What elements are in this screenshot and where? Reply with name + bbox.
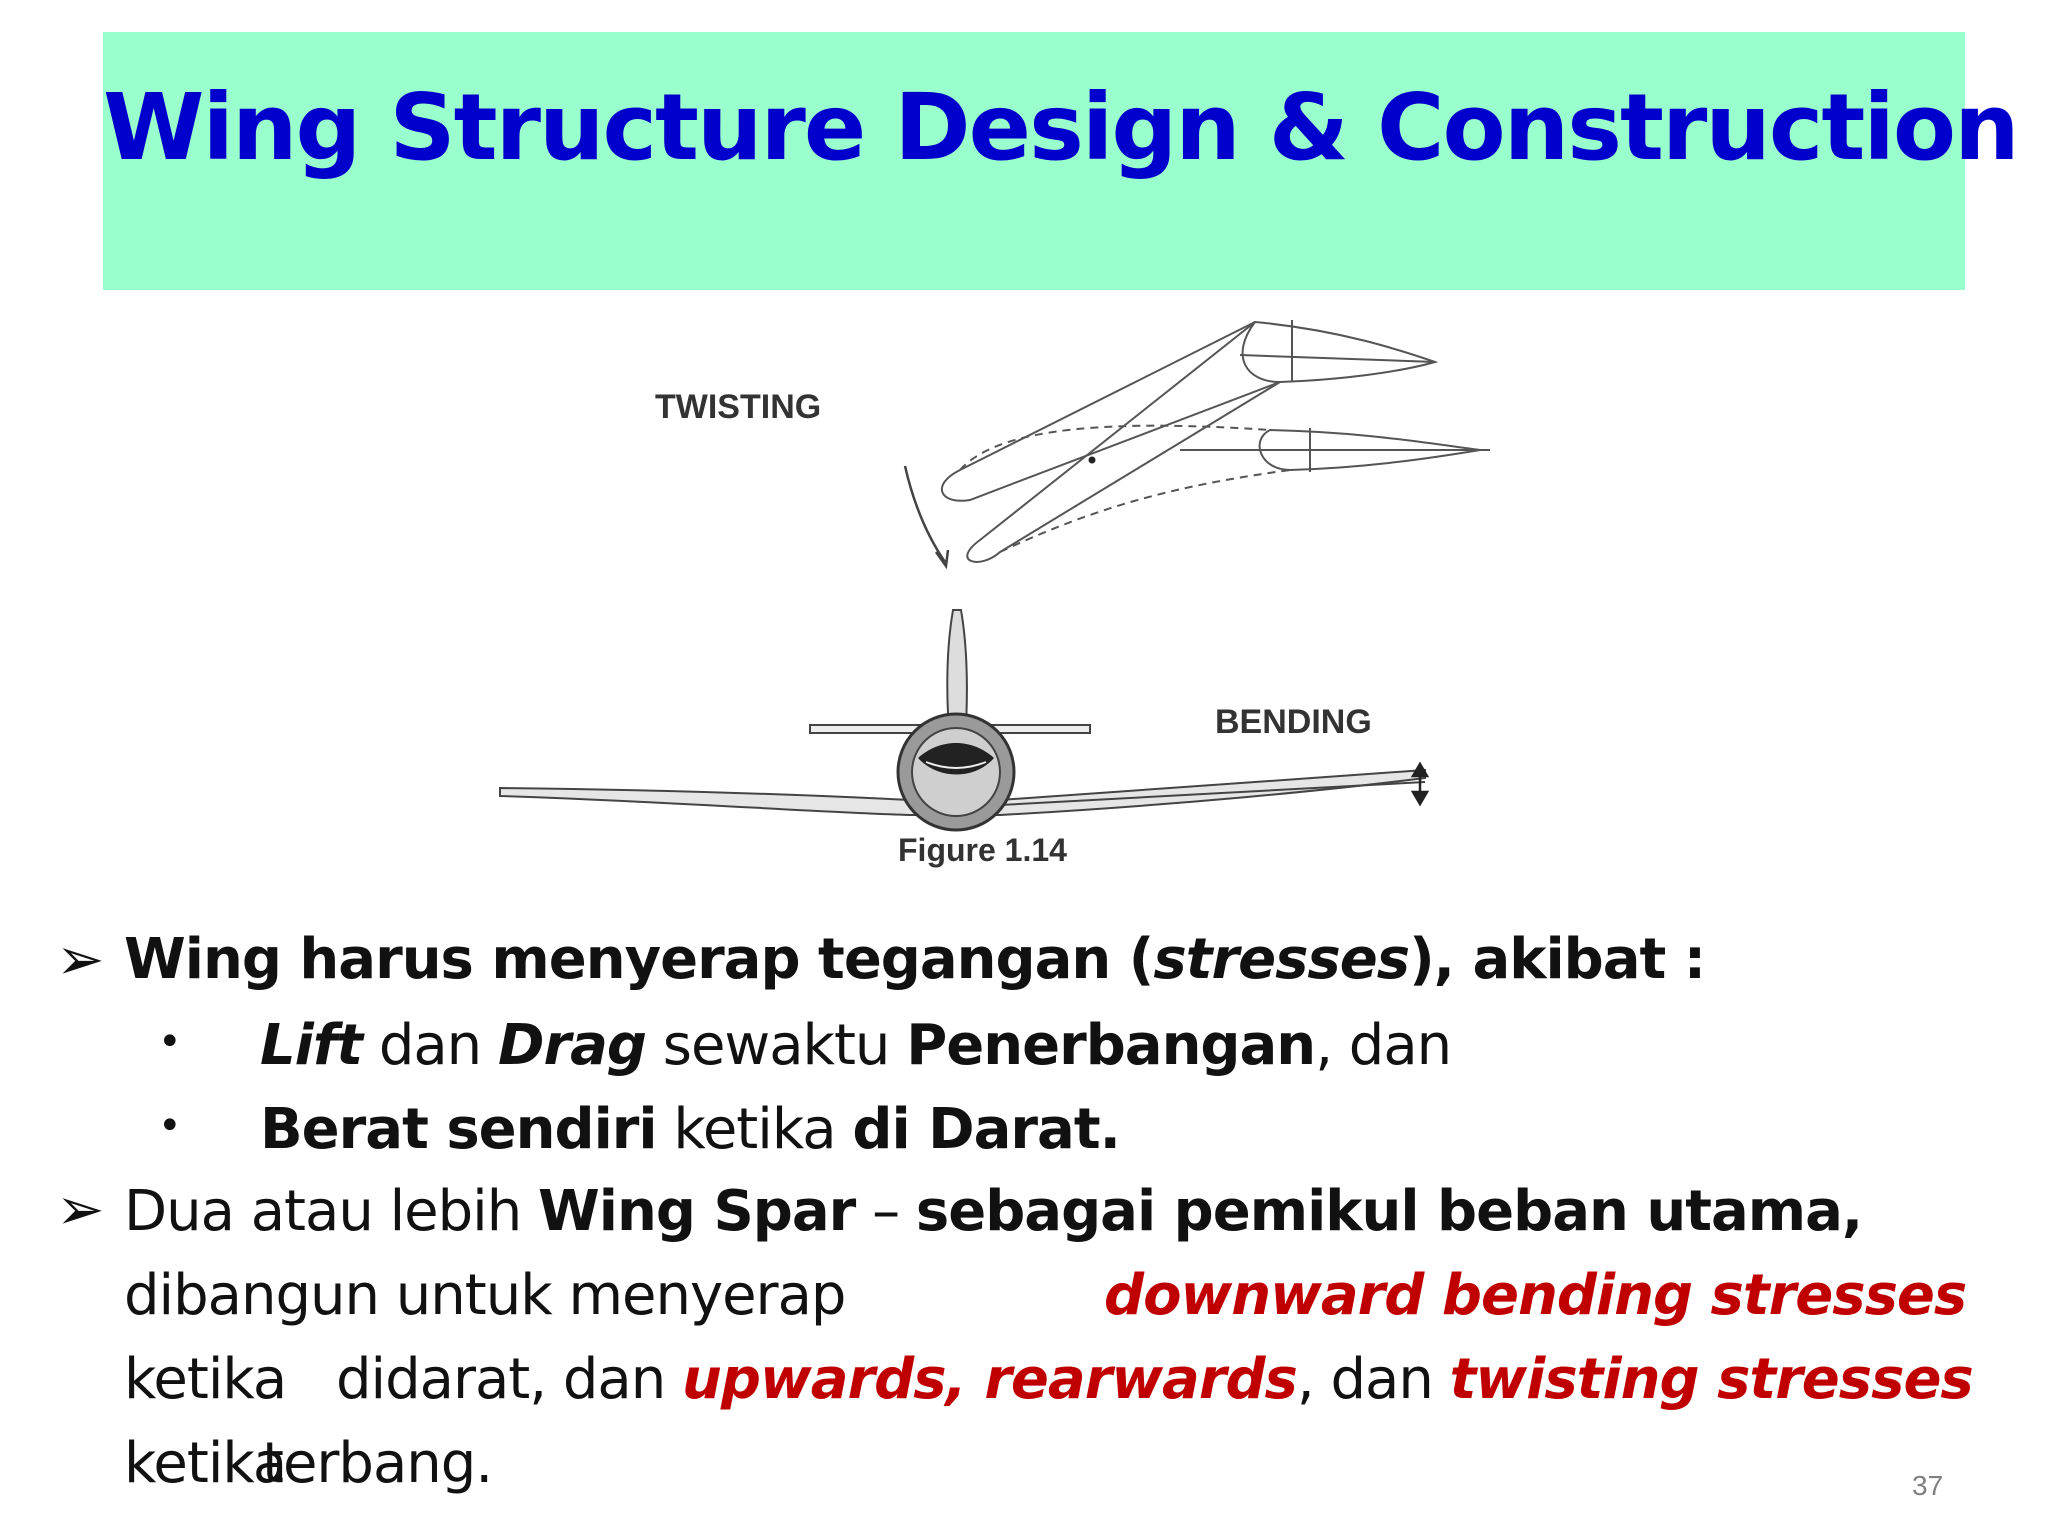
figure-caption: Figure 1.14	[898, 832, 1067, 868]
bullet-2-line-4b: terbang.	[262, 1431, 493, 1496]
sub-bullet-1: Lift dan Drag sewaktu Penerbangan, dan	[260, 1013, 1452, 1078]
bullet-2-line-4a: ketika	[124, 1431, 287, 1496]
figure-label-bending: BENDING	[1215, 703, 1372, 741]
bullet-2-line-3a: ketika	[124, 1347, 287, 1412]
bullet-dot-icon: •	[158, 1019, 182, 1065]
title-banner: Wing Structure Design & Construction	[103, 32, 2020, 290]
bullet-1: Wing harus menyerap tegangan (stresses),…	[124, 927, 1706, 992]
bullet-2-line-1: Dua atau lebih Wing Spar – sebagai pemik…	[124, 1179, 1863, 1244]
figure-label-twisting: TWISTING	[655, 388, 821, 426]
page-number: 37	[1912, 1470, 1944, 1501]
bullet-2-line-3b: didarat, dan upwards, rearwards, dan twi…	[336, 1347, 1974, 1412]
bullet-dot-icon: •	[158, 1103, 182, 1149]
arrow-bullet-icon: ➢	[56, 1175, 105, 1243]
arrow-bullet-icon: ➢	[56, 925, 105, 993]
bullet-2-line-2b: downward bending stresses	[1104, 1263, 1967, 1328]
wing-stress-figure: TWISTING BENDING Figure 1.14	[480, 300, 1510, 890]
sub-bullet-2: Berat sendiri ketika di Darat.	[260, 1097, 1121, 1162]
bullet-2-line-2a: dibangun untuk menyerap	[124, 1263, 846, 1328]
slide-title: Wing Structure Design & Construction	[103, 74, 2020, 181]
